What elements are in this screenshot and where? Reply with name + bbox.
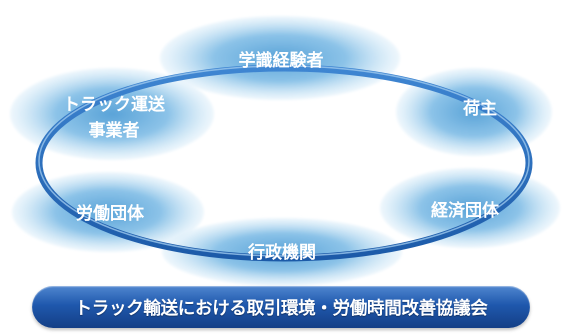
council-name: トラック輸送における取引環境・労働時間改善協議会 (74, 298, 488, 319)
label-trucking-operators-line1: トラック運送 (63, 94, 166, 115)
council-banner: トラック輸送における取引環境・労働時間改善協議会 (32, 286, 530, 328)
label-government: 行政機関 (247, 242, 316, 263)
label-shippers: 荷主 (463, 98, 497, 119)
blob-academic-experts (160, 16, 400, 100)
label-trucking-operators-line2: 事業者 (89, 120, 140, 141)
blob-government (162, 218, 402, 286)
connecting-ring-highlight (38, 65, 530, 257)
label-labor-unions: 労働団体 (76, 203, 145, 224)
blob-trucking-operators (10, 68, 214, 160)
blob-labor-unions (12, 172, 204, 252)
label-economic-orgs: 経済団体 (431, 200, 500, 221)
cloud-blobs (10, 16, 560, 286)
label-academic-experts: 学識経験者 (239, 50, 324, 71)
blob-economic-orgs (380, 168, 560, 248)
